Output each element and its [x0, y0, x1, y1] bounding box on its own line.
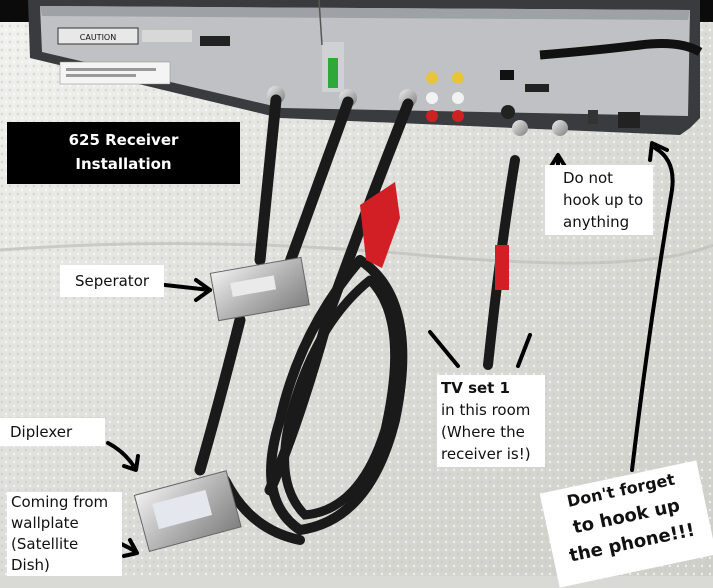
title-line-2: Installation: [75, 155, 172, 173]
towel-fold: [0, 242, 713, 265]
title-banner: 625 Receiver Installation: [7, 122, 240, 184]
coax-port-tv1: [512, 120, 528, 136]
svideo-port: [501, 105, 515, 119]
separator-device: [209, 256, 310, 322]
model-label: [59, 61, 171, 85]
red-tape-small: [495, 245, 509, 290]
photo-scene: CAUTION: [0, 0, 713, 576]
diplexer-device: [133, 470, 242, 553]
coax-port-unused: [552, 120, 568, 136]
caution-sticker: [57, 27, 139, 45]
caution-text: CAUTION: [80, 33, 116, 42]
coming-from-label: Coming from wallplate (Satellite Dish): [7, 492, 122, 576]
red-tape: [360, 182, 400, 268]
annotation-arrows: [106, 141, 675, 558]
phone-jack: [618, 112, 640, 128]
title-line-1: 625 Receiver: [68, 131, 179, 149]
tv-set-label: TV set 1 in this room (Where the receive…: [437, 375, 545, 467]
power-cord: [539, 39, 703, 60]
rca-ports: [426, 72, 464, 122]
separator-label: Seperator: [60, 265, 164, 297]
do-not-hook-up-label: Do not hook up to anything: [545, 165, 653, 235]
diplexer-label: Diplexer: [0, 418, 105, 446]
